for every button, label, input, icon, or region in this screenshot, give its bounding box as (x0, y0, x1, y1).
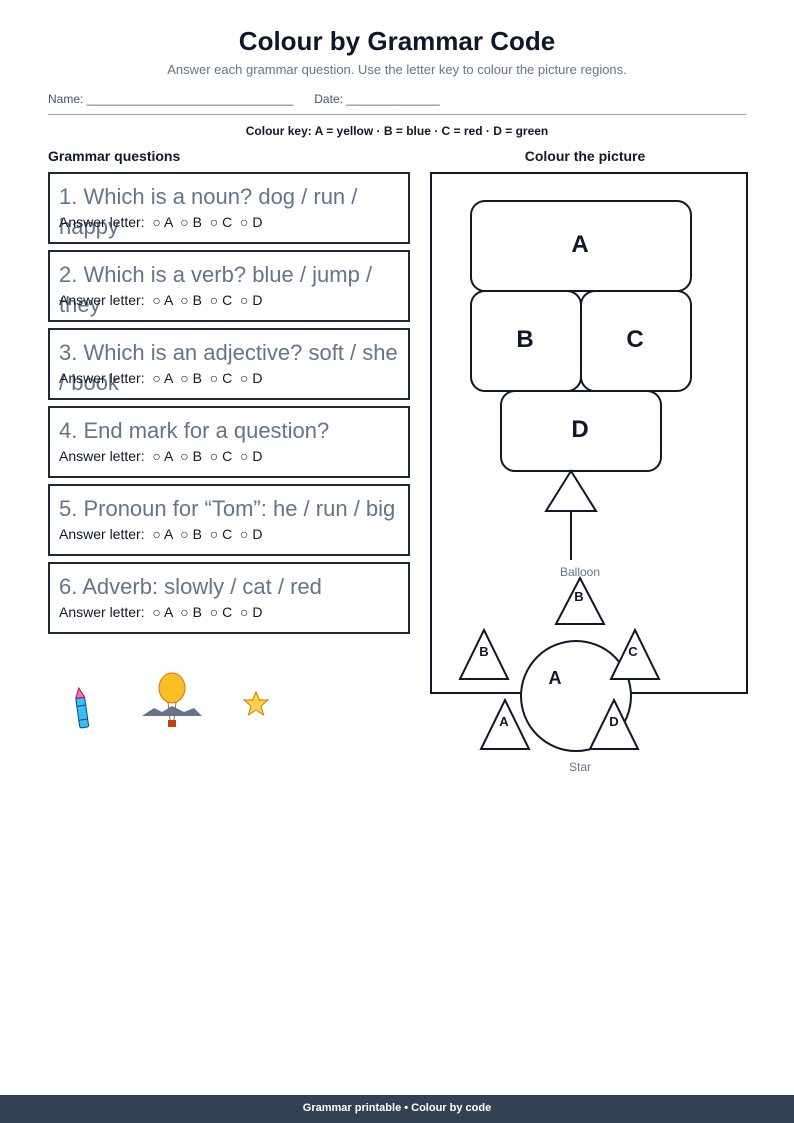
balloon-caption: Balloon (560, 565, 600, 579)
question-card: 6. Adverb: slowly / cat / red Answer let… (48, 562, 410, 634)
star-point-bottom-right[interactable] (588, 697, 640, 750)
questions-heading: Grammar questions (48, 148, 181, 164)
region-label: A (499, 714, 509, 729)
question-card: 1. Which is a noun? dog / run / happy An… (48, 172, 410, 244)
page-subtitle: Answer each grammar question. Use the le… (167, 62, 627, 77)
question-card: 2. Which is a verb? blue / jump / they A… (48, 250, 410, 322)
answer-options[interactable]: Answer letter: ○ A ○ B ○ C ○ D (59, 370, 263, 386)
balloon-basket (544, 469, 598, 512)
question-text: 4. End mark for a question? (59, 418, 330, 443)
question-text: 2. Which is a verb? blue / jump / they (59, 262, 373, 317)
date-field[interactable]: Date: ______________ (314, 92, 440, 106)
region-label: C (628, 644, 638, 659)
question-card: 3. Which is an adjective? soft / she / b… (48, 328, 410, 400)
region-label: D (609, 714, 618, 729)
star-point-top[interactable] (554, 575, 606, 625)
footer-bar: Grammar printable • Colour by code (0, 1095, 794, 1123)
star-point-right[interactable] (609, 627, 661, 680)
star-point-bottom-left[interactable] (479, 697, 531, 750)
question-card: 5. Pronoun for “Tom”: he / run / big Ans… (48, 484, 410, 556)
colour-key: Colour key: A = yellow · B = blue · C = … (245, 124, 549, 138)
region-label: B (574, 589, 583, 604)
question-card: 4. End mark for a question? Answer lette… (48, 406, 410, 478)
question-text: 5. Pronoun for “Tom”: he / run / big (59, 496, 396, 521)
picture-heading: Colour the picture (524, 148, 646, 164)
region-label: C (626, 326, 643, 353)
balloon-region-a[interactable] (470, 200, 692, 292)
balloon-region-d[interactable] (500, 390, 662, 472)
region-label: A (571, 231, 588, 258)
answer-options[interactable]: Answer letter: ○ A ○ B ○ C ○ D (59, 448, 263, 464)
balloon-icon (142, 672, 202, 727)
sticker-row (56, 670, 296, 745)
star-point-left[interactable] (458, 627, 510, 680)
star-caption: Star (569, 760, 591, 774)
answer-options[interactable]: Answer letter: ○ A ○ B ○ C ○ D (59, 604, 263, 620)
star-icon (242, 690, 270, 717)
question-text: 3. Which is an adjective? soft / she / b… (59, 340, 398, 395)
answer-options[interactable]: Answer letter: ○ A ○ B ○ C ○ D (59, 292, 263, 308)
region-label: B (479, 644, 488, 659)
question-text: 6. Adverb: slowly / cat / red (59, 574, 322, 599)
page-title: Colour by Grammar Code (238, 26, 556, 56)
region-label: D (571, 416, 588, 443)
question-text: 1. Which is a noun? dog / run / happy (59, 184, 358, 239)
crayon-icon (75, 686, 90, 729)
region-label: A (549, 668, 562, 688)
region-label: B (516, 326, 533, 353)
name-field[interactable]: Name: _______________________________ (48, 92, 294, 106)
name-date-fields: Name: _______________________________ Da… (48, 92, 440, 106)
answer-options[interactable]: Answer letter: ○ A ○ B ○ C ○ D (59, 214, 263, 230)
answer-options[interactable]: Answer letter: ○ A ○ B ○ C ○ D (59, 526, 263, 542)
header-divider (48, 114, 746, 115)
